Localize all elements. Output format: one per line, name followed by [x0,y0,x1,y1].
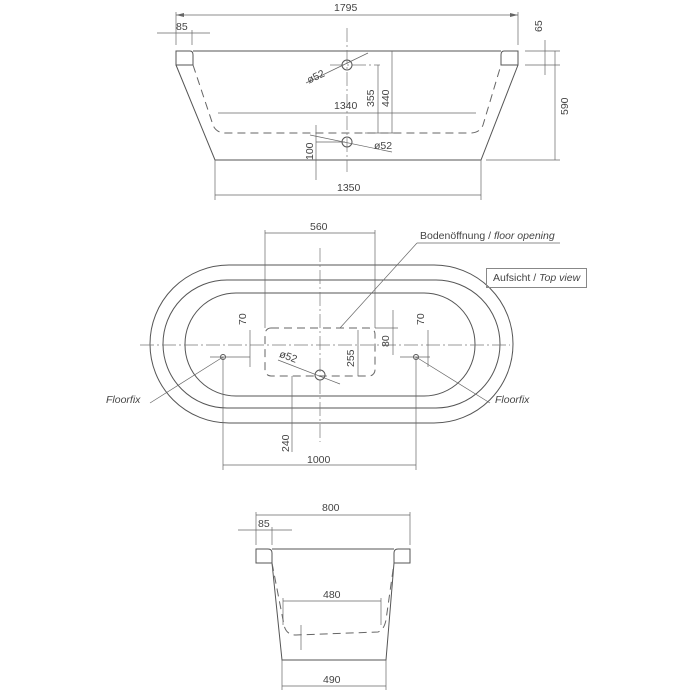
dim-overflow-height-b: 440 [380,89,392,107]
dim-fix-offset-left: 70 [237,313,249,325]
top-view-label-en: Top view [539,272,581,284]
dim-overall-length: 1795 [334,2,358,14]
dim-inner-bottom-length: 1340 [334,100,358,112]
floorfix-right-label: Floorfix [495,394,530,406]
dim-total-height: 590 [559,97,571,115]
dim-opening-depth: 255 [345,349,357,367]
dim-end-rim-width: 85 [258,518,270,530]
dim-rim-width: 85 [176,21,188,33]
dim-base-width: 490 [323,674,341,686]
dim-overall-width: 800 [322,502,340,514]
dim-fix-spacing: 1000 [307,454,331,466]
dim-base-length: 1350 [337,182,361,194]
floor-opening-label: Bodenöffnung / floor opening [420,231,555,242]
dim-fix-offset-right: 70 [415,313,427,325]
dim-opening-offset: 80 [380,335,392,347]
dim-inner-bottom-width: 480 [323,589,341,601]
dim-drain-diameter: ø52 [374,140,393,152]
floorfix-left-label: Floorfix [106,394,141,406]
floor-opening-en: floor opening [493,230,555,242]
floor-opening-de: Bodenöffnung / [420,230,492,242]
dim-drain-offset: 240 [280,434,292,452]
top-view-label: Aufsicht / Top view [486,268,588,288]
dim-opening-width: 560 [310,221,328,233]
top-view-label-de: Aufsicht / [493,272,537,284]
dim-drain-height: 100 [304,142,316,160]
dim-overflow-height-a: 355 [365,89,377,107]
dim-rim-height: 65 [533,20,545,32]
